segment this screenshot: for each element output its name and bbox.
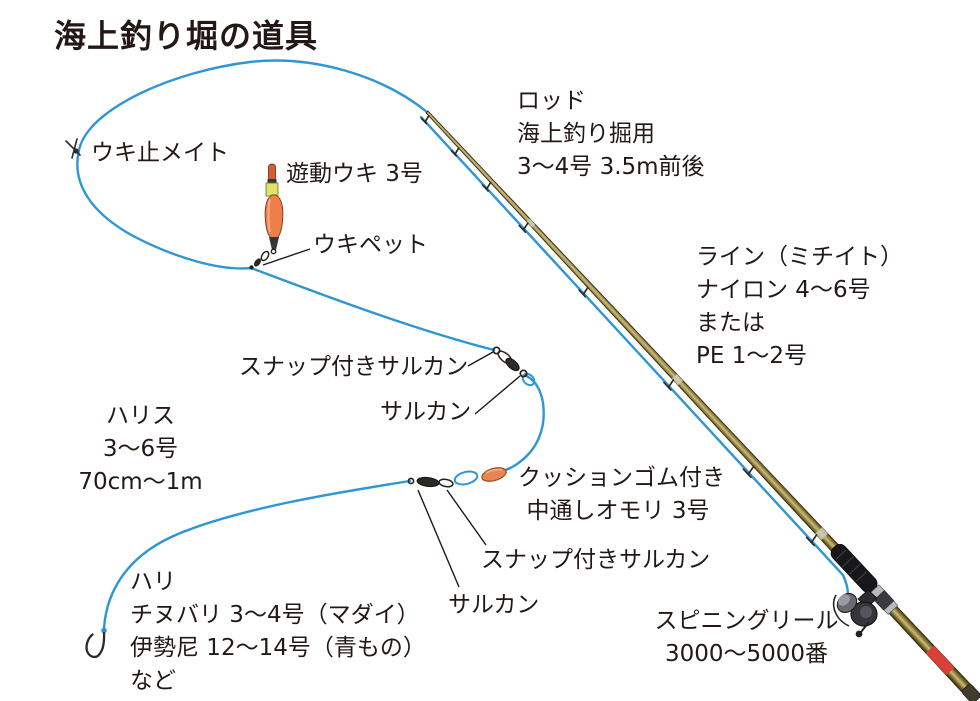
- label-swivel-upper: サルカン: [380, 399, 472, 425]
- label-leader: ハリス 3〜6号 70cm〜1m: [58, 400, 223, 499]
- label-hook-line2: チヌバリ 3〜4号（マダイ）: [130, 602, 420, 628]
- float-illustration: [249, 163, 284, 270]
- label-leader-line3: 70cm〜1m: [78, 469, 203, 495]
- label-uki-pet: ウキペット: [313, 232, 428, 258]
- label-snap-swivel-upper: スナップ付きサルカン: [239, 354, 469, 380]
- upper-swivel-barrel: [505, 357, 520, 372]
- float-band: [265, 182, 279, 197]
- float-body-highlight: [267, 198, 271, 233]
- label-main-line: ライン（ミチイト） ナイロン 4〜6号 または PE 1〜2号: [696, 241, 903, 373]
- pointer-upper-snap-swivel: [467, 351, 494, 367]
- label-rod: ロッド 海上釣り掘用 3〜4号 3.5m前後: [517, 85, 705, 184]
- reel-body-detail: [860, 606, 872, 618]
- rod-ferrules: [526, 218, 829, 541]
- cushion-sinker-highlight: [485, 468, 503, 474]
- lower-snap-loop: [438, 478, 454, 488]
- float-clip-link-b: [253, 258, 262, 267]
- pointer-lines: [262, 248, 521, 588]
- label-leader-line1: ハリス: [106, 403, 175, 429]
- hook-illustration: [85, 627, 107, 659]
- float-clip-link-a: [260, 250, 270, 262]
- lower-swivel-barrel: [416, 476, 440, 488]
- label-leader-line2: 3〜6号: [102, 436, 179, 462]
- rod-grip-texture: [835, 549, 868, 582]
- main-line-path: [76, 59, 850, 630]
- reel-illustration: [832, 589, 878, 638]
- cushion-sinker-body: [481, 467, 507, 482]
- reel-handle-arm: [860, 621, 870, 633]
- pointer-lower-snap-swivel: [446, 489, 487, 546]
- label-reel-line2: 3000〜5000番: [664, 641, 829, 667]
- float-neck: [267, 179, 277, 184]
- upper-snap-swivel-illustration: [492, 346, 528, 378]
- rod-butt-cap: [961, 684, 980, 701]
- label-hook-line1: ハリ: [130, 569, 176, 595]
- label-main-line-line3: または: [696, 310, 765, 336]
- label-main-line-line1: ライン（ミチイト）: [696, 244, 903, 270]
- pointer-upper-swivel: [474, 375, 521, 415]
- main-line-loop: [76, 59, 429, 270]
- label-reel: スピニングリール 3000〜5000番: [644, 605, 849, 671]
- label-float-stopper: ウキ止メイト: [91, 140, 229, 166]
- label-hook: ハリ チヌバリ 3〜4号（マダイ） 伊勢尼 12〜14号（青もの） など: [130, 566, 426, 698]
- page-title: 海上釣り堀の道具: [54, 17, 319, 55]
- pointer-lower-swivel: [417, 489, 460, 588]
- float-clip-line-knot: [249, 265, 254, 270]
- rod-red-band: [925, 645, 955, 676]
- sinker-assembly-illustration: [407, 467, 507, 488]
- reel-seat-collar-b: [883, 600, 899, 615]
- main-line-to-swivel: [249, 266, 496, 352]
- hook-knot: [101, 627, 107, 634]
- label-main-line-line4: PE 1〜2号: [696, 343, 807, 369]
- upper-swivel-ring-bottom: [519, 369, 528, 378]
- reel-spool-face: [838, 594, 850, 606]
- rod-line-guides: [420, 115, 818, 547]
- label-rod-line1: ロッド: [517, 88, 586, 114]
- label-rod-line2: 海上釣り掘用: [517, 121, 655, 147]
- label-hook-line3: 伊勢尼 12〜14号（青もの）: [130, 635, 426, 661]
- label-hook-line4: など: [130, 668, 176, 694]
- lower-swivel-ring: [407, 477, 415, 485]
- reel-handle-knob: [855, 630, 863, 638]
- rod-illustration: [420, 110, 980, 701]
- label-rod-line3: 3〜4号 3.5m前後: [517, 154, 705, 180]
- label-cushion-sinker-line1: クッションゴム付き: [518, 465, 725, 491]
- line-loop-at-sinker: [453, 470, 479, 486]
- float-stopper-illustration: [65, 138, 81, 159]
- hook-body: [85, 631, 106, 659]
- label-cushion-sinker-line2: 中通しオモリ 3号: [526, 498, 710, 524]
- label-cushion-sinker: クッションゴム付き 中通しオモリ 3号: [518, 462, 725, 528]
- reel-bail-wire: [832, 594, 850, 627]
- line-swivel-to-sinker: [501, 373, 545, 473]
- label-sliding-float: 遊動ウキ 3号: [286, 161, 423, 187]
- label-reel-line1: スピニングリール: [654, 608, 839, 634]
- float-bottom-eye: [270, 248, 277, 255]
- leader-line: [102, 479, 412, 630]
- float-bottom-cone: [269, 237, 279, 250]
- label-snap-swivel-lower: スナップ付きサルカン: [481, 547, 711, 573]
- label-swivel-lower: サルカン: [448, 592, 540, 618]
- label-main-line-line2: ナイロン 4〜6号: [696, 277, 871, 303]
- pointer-uki-pet: [262, 248, 311, 266]
- float-top-tip: [268, 163, 276, 182]
- line-loop-below-swivel: [521, 372, 536, 387]
